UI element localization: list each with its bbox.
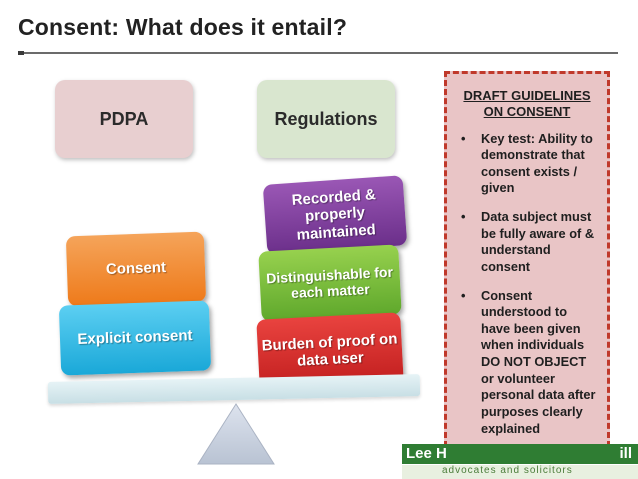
slide-title: Consent: What does it entail? — [18, 14, 348, 40]
recorded-label: Recorded & properly maintained — [291, 186, 377, 244]
title-underline — [18, 52, 618, 54]
explicit-consent-label: Explicit consent — [77, 327, 193, 349]
fulcrum-triangle — [197, 403, 275, 465]
logo-tagline: advocates and solicitors — [442, 465, 573, 476]
guideline-item: • Key test: Ability to demonstrate that … — [457, 131, 597, 198]
burden-label: Burden of proof on data user — [261, 330, 398, 370]
bullet-icon: • — [461, 209, 466, 224]
recorded-block: Recorded & properly maintained — [262, 175, 408, 255]
title-underline-accent — [18, 51, 24, 55]
distinguishable-block: Distinguishable for each matter — [258, 244, 402, 322]
consent-block: Consent — [65, 231, 207, 307]
guideline-text: Key test: Ability to demonstrate that co… — [481, 130, 593, 196]
regulations-heading-box: Regulations — [257, 80, 395, 158]
guidelines-title: DRAFT GUIDELINES ON CONSENT — [463, 88, 591, 120]
firm-logo: Lee H ill advocates and solicitors — [402, 444, 638, 479]
pdpa-heading-label: PDPA — [99, 108, 149, 129]
logo-right-text: ill — [619, 445, 632, 462]
distinguishable-label: Distinguishable for each matter — [265, 263, 394, 302]
guideline-text: Consent understood to have been given wh… — [481, 287, 596, 436]
pdpa-heading-box: PDPA — [55, 80, 193, 158]
balance-beam — [47, 374, 421, 404]
guideline-text: Data subject must be fully aware of & un… — [481, 209, 595, 274]
bullet-icon: • — [461, 130, 466, 146]
guideline-item: • Data subject must be fully aware of & … — [457, 209, 597, 276]
guideline-item: • Consent understood to have been given … — [457, 288, 597, 438]
bullet-icon: • — [461, 287, 466, 303]
logo-left-text: Lee H — [406, 445, 447, 462]
consent-label: Consent — [105, 259, 167, 279]
explicit-consent-block: Explicit consent — [58, 300, 212, 376]
regulations-heading-label: Regulations — [274, 108, 378, 129]
logo-bar: Lee H ill — [402, 444, 638, 464]
guidelines-list: • Key test: Ability to demonstrate that … — [457, 131, 597, 438]
logo-tagline-bar: advocates and solicitors — [402, 465, 638, 479]
draft-guidelines-panel: DRAFT GUIDELINES ON CONSENT • Key test: … — [444, 71, 610, 456]
